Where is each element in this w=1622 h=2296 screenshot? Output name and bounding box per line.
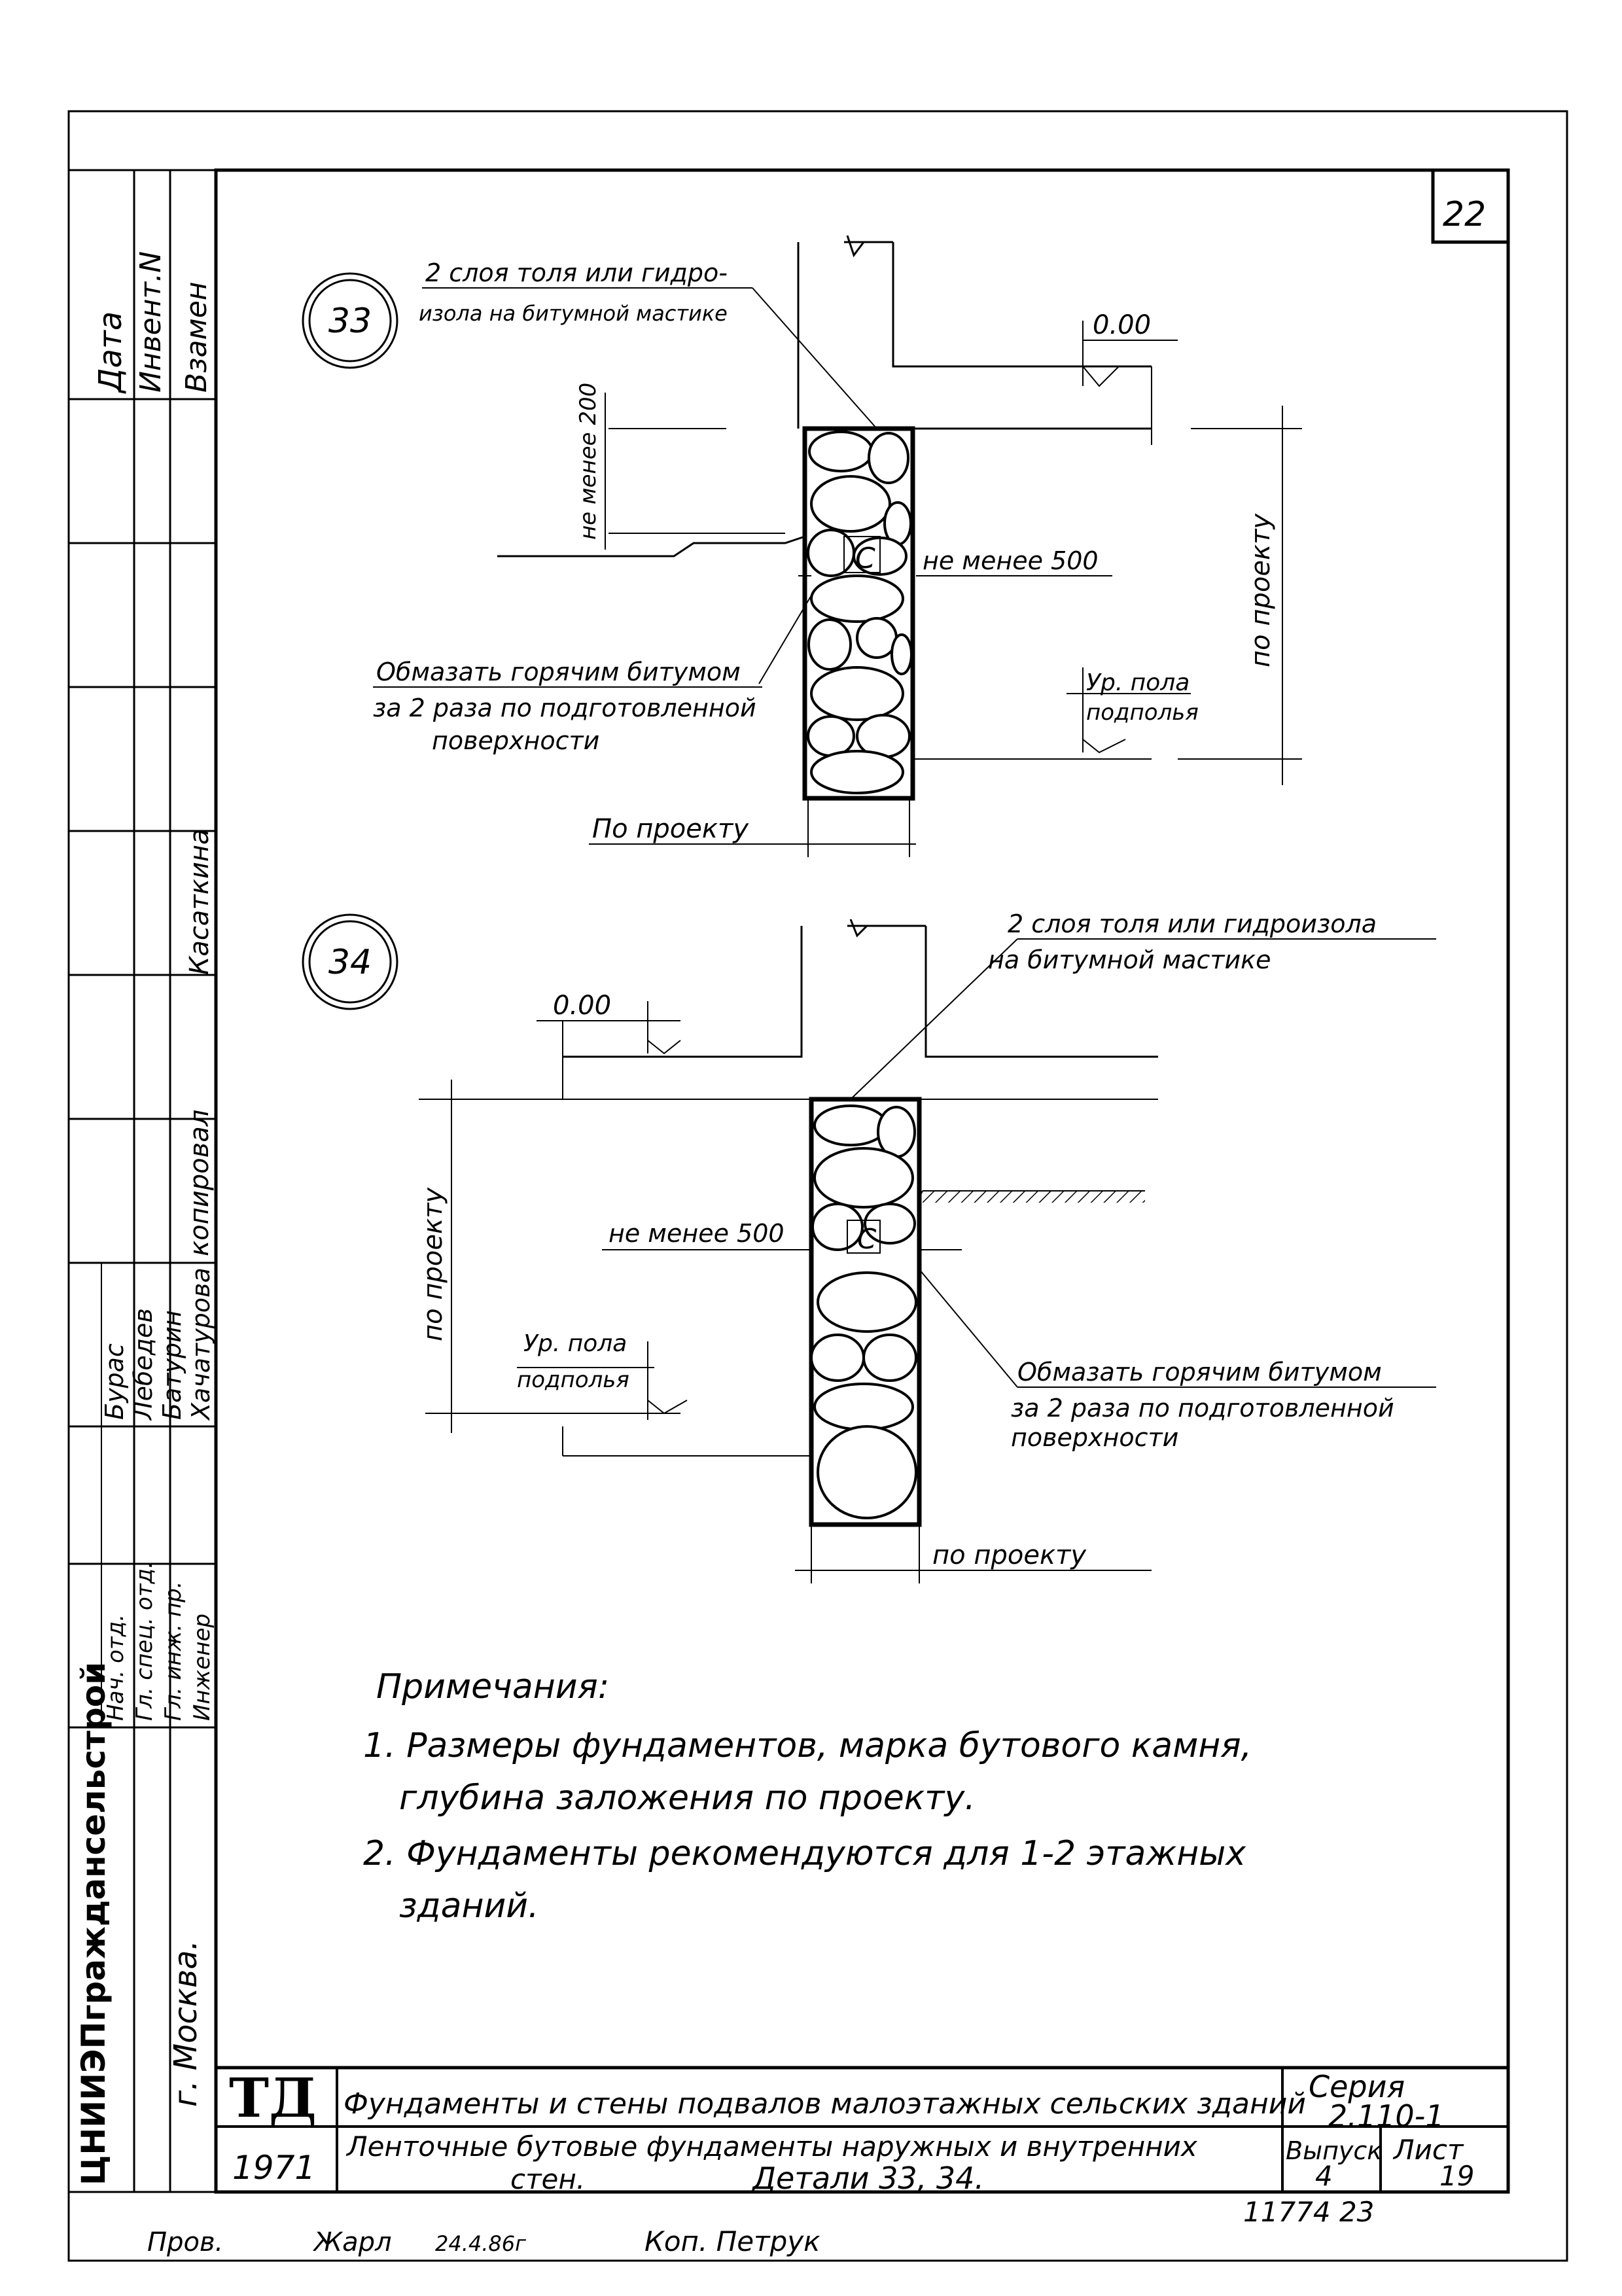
sheet-label: Лист <box>1392 2134 1464 2166</box>
stamp-role-copied: копировал <box>185 1110 215 1256</box>
side-stamp: Дата Инвент.N Взамен Касаткина копировал… <box>69 169 216 2193</box>
detail-33-c-mark: С <box>855 542 875 575</box>
notes-line-2: глубина заложения по проекту. <box>399 1778 976 1818</box>
rubble-stones-34 <box>810 1104 917 1519</box>
stamp-org: ЦНИИЭПграждансельстрой <box>75 1662 113 2185</box>
sheet-number-box: 22 <box>1431 170 1508 244</box>
bottom-date: 24.4.86г <box>435 2231 526 2256</box>
detail-34-floor-level-1: Ур. пола <box>523 1330 627 1357</box>
detail-33-waterproof-1: 2 слоя толя или гидро- <box>425 258 728 287</box>
stamp-name-kasatkina: Касаткина <box>185 828 215 975</box>
detail-33-number: 33 <box>328 302 372 341</box>
notes-line-1: 1. Размеры фундаментов, марка бутового к… <box>363 1726 1252 1765</box>
title-sub-details: Детали 33, 34. <box>751 2161 984 2196</box>
detail-33-floor-level-2: подполья <box>1086 699 1199 726</box>
detail-34-number: 34 <box>328 943 372 982</box>
stamp-name-2: Лебедев <box>129 1308 158 1421</box>
detail-33-width: По проекту <box>592 814 749 844</box>
series-label: Серия <box>1309 2069 1405 2104</box>
title-sub-2: стен. <box>510 2163 585 2195</box>
detail-33-min500: не менее 500 <box>923 546 1099 575</box>
title-year: 1971 <box>232 2149 315 2187</box>
title-logo: ТД <box>229 2067 317 2130</box>
bottom-copy: Коп. Петрук <box>644 2225 820 2257</box>
bottom-checker: Жарл <box>312 2227 392 2257</box>
detail-34-min500: не менее 500 <box>608 1219 785 1248</box>
stamp-pos-1: Нач. отд. <box>103 1614 129 1721</box>
detail-33-marker <box>302 272 398 369</box>
detail-33-min200: не менее 200 <box>575 383 601 540</box>
stamp-replace: Взамен <box>180 281 213 393</box>
stamp-date: Дата <box>92 311 129 394</box>
notes-line-4: зданий. <box>399 1886 539 1926</box>
title-main: Фундаменты и стены подвалов малоэтажных … <box>344 2087 1306 2121</box>
detail-34-waterproof-2: на битумной мастике <box>988 945 1271 974</box>
detail-34-marker <box>302 913 398 1010</box>
bottom-code: 11774 23 <box>1243 2196 1374 2228</box>
notes-line-3: 2. Фундаменты рекомендуются для 1-2 этаж… <box>363 1834 1246 1873</box>
page-border <box>67 110 1568 2262</box>
title-sub-1: Ленточные бутовые фундаменты наружных и … <box>345 2130 1198 2163</box>
stamp-name-3: Батурин <box>158 1310 186 1420</box>
rubble-stones-33 <box>807 431 913 794</box>
detail-33-bitumen-3: поверхности <box>432 726 599 755</box>
detail-34-bitumen-3: поверхности <box>1011 1423 1178 1452</box>
detail-33-waterproof-2: изола на битумной мастике <box>419 301 728 326</box>
detail-34-level: 0.00 <box>553 991 611 1021</box>
foundation-33 <box>802 426 915 801</box>
detail-34-width: по проекту <box>932 1540 1087 1570</box>
detail-33-floor-level-1: Ур. пола <box>1086 669 1190 696</box>
bottom-info: 11774 23 Пров. Жарл 24.4.86г Коп. Петрук <box>147 2196 1374 2257</box>
foundation-34 <box>809 1097 922 1527</box>
title-block: ТД 1971 Фундаменты и стены подвалов мало… <box>216 2066 1508 2196</box>
notes: Примечания: 1. Размеры фундаментов, марк… <box>363 1667 1252 1926</box>
stamp-name-1: Бурас <box>100 1343 129 1420</box>
detail-33-level: 0.00 <box>1093 310 1151 340</box>
detail-34-floor-level-2: подполья <box>517 1367 629 1393</box>
detail-33-bitumen-1: Обмазать горячим битумом <box>376 658 741 686</box>
issue-value: 4 <box>1315 2160 1333 2192</box>
stamp-name-4: Хачатурова <box>186 1267 215 1421</box>
issue-label: Выпуск <box>1286 2136 1382 2165</box>
stamp-pos-3: Гл. инж. пр. <box>160 1581 186 1721</box>
detail-34: 34 С 2 слоя толя или гидроиз <box>302 910 1436 1583</box>
detail-34-waterproof-1: 2 слоя толя или гидроизола <box>1008 910 1377 938</box>
detail-34-by-project-vertical: по проекту <box>418 1187 448 1341</box>
detail-34-bitumen-2: за 2 раза по подготовленной <box>1011 1394 1394 1422</box>
stamp-pos-2: Гл. спец. отд. <box>132 1561 158 1721</box>
detail-33: 33 С 2 слоя <box>302 235 1302 857</box>
detail-34-bitumen-1: Обмазать горячим битумом <box>1017 1358 1382 1386</box>
stamp-city: г. Москва. <box>167 1940 204 2107</box>
sheet-number-top: 22 <box>1443 195 1486 234</box>
drawing-frame <box>214 168 1510 2194</box>
stamp-inv: Инвент.N <box>134 251 167 393</box>
detail-34-c-mark: С <box>857 1223 877 1255</box>
sheet-value: 19 <box>1439 2160 1474 2192</box>
bottom-checked: Пров. <box>147 2227 223 2257</box>
notes-heading: Примечания: <box>376 1667 609 1706</box>
series-value: 2.110-1 <box>1328 2098 1445 2134</box>
detail-33-bitumen-2: за 2 раза по подготовленной <box>373 694 756 722</box>
stamp-pos-4: Инженер <box>189 1614 215 1721</box>
detail-33-by-project-vertical: по проекту <box>1246 513 1276 667</box>
